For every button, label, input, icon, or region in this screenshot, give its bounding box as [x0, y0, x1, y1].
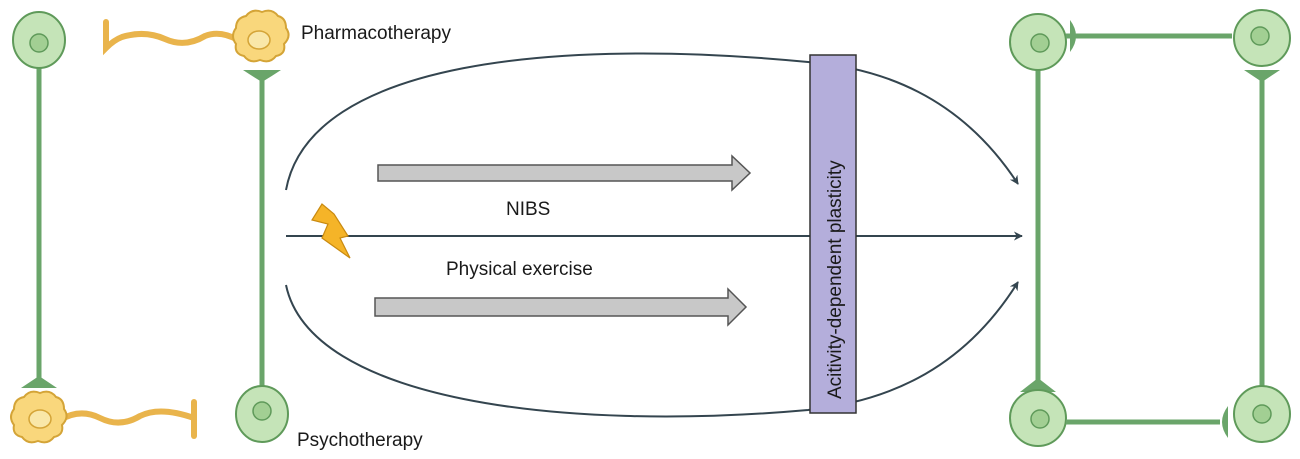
- neuron-right-top-left: [1009, 13, 1232, 392]
- lower-curved-arrow: [285, 281, 1019, 418]
- neuron-left-bottom: [235, 70, 289, 443]
- lightning-bolt-icon: [311, 203, 351, 259]
- neuron-right-bottom-right: [1233, 385, 1291, 443]
- nibs-block-arrow: [377, 154, 752, 192]
- plasticity-box: [809, 54, 857, 414]
- right-network: [1009, 9, 1291, 447]
- intervention-paths: [285, 52, 1023, 418]
- upper-curved-arrow: [285, 52, 1019, 191]
- neuron-left-top: [12, 11, 66, 388]
- plasticity-label: Acitivity-dependent plasticity: [825, 160, 846, 399]
- neuron-right-bottom-left: [1009, 389, 1228, 447]
- neuron-right-top-right: [1233, 9, 1291, 394]
- glia-bottom: [10, 390, 197, 444]
- nibs-label: NIBS: [506, 199, 550, 220]
- physical-exercise-label: Physical exercise: [446, 259, 593, 280]
- glia-top: [103, 9, 290, 63]
- physical-exercise-block-arrow: [374, 287, 748, 327]
- pharmacotherapy-label: Pharmacotherapy: [301, 23, 451, 44]
- psychotherapy-label: Psychotherapy: [297, 430, 423, 451]
- left-network: [10, 9, 290, 444]
